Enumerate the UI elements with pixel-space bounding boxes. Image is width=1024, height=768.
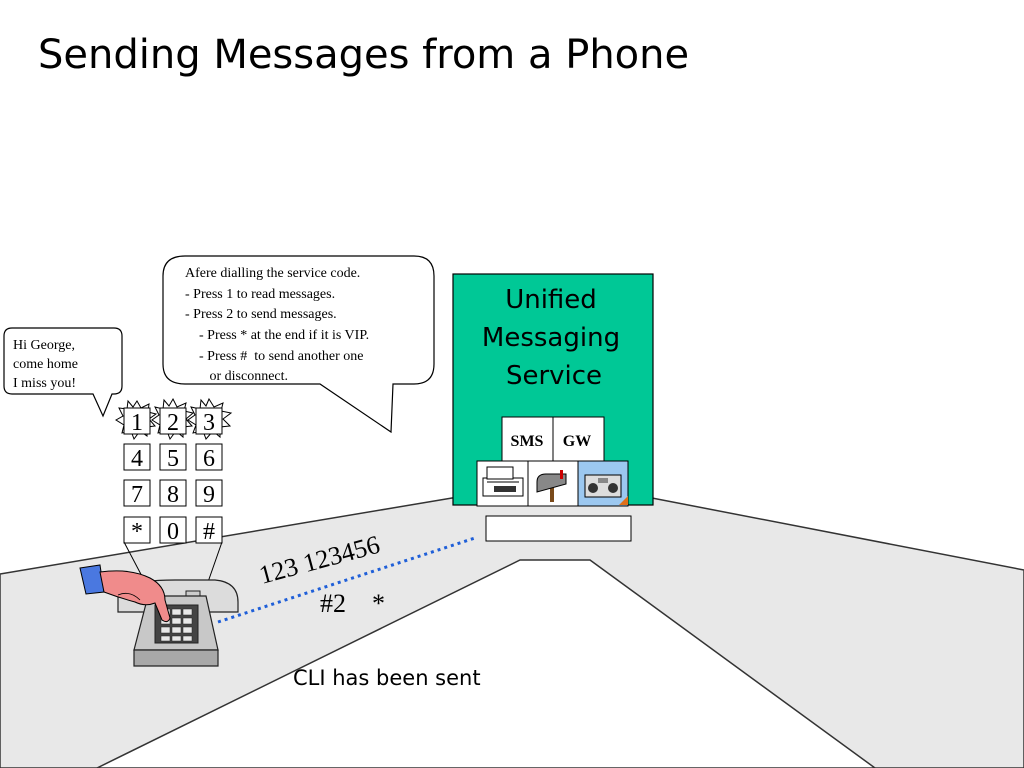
left-bubble-line-3: I miss you!: [13, 376, 76, 391]
key-1: 1: [123, 407, 151, 436]
key-3: 3: [195, 407, 223, 436]
right-bubble-line-2: - Press 1 to read messages.: [185, 287, 335, 302]
right-speech-bubble: Afere dialling the service code. - Press…: [162, 255, 435, 434]
key-label: 8: [167, 482, 179, 508]
key-label: 3: [203, 410, 215, 436]
key-label: 4: [131, 446, 143, 472]
fax-icon: [482, 466, 524, 497]
key-label: 6: [203, 446, 215, 472]
key-label: #: [203, 519, 215, 545]
key-label: 2: [167, 410, 179, 436]
caption: CLI has been sent: [293, 666, 481, 690]
key-star: *: [123, 516, 151, 545]
key-label: 9: [203, 482, 215, 508]
left-speech-bubble: Hi George, come home I miss you!: [3, 327, 123, 418]
left-bubble-line-2: come home: [13, 357, 78, 372]
key-hash: #: [195, 516, 223, 545]
unified-messaging-service: Unified Messaging Service SMS GW: [452, 273, 654, 542]
service-label-line-3: Service: [506, 361, 602, 391]
key-0: 0: [159, 516, 187, 545]
radio-icon: [584, 474, 628, 505]
key-6: 6: [195, 443, 223, 472]
right-bubble-line-4: - Press * at the end if it is VIP.: [185, 328, 369, 343]
key-7: 7: [123, 479, 151, 508]
key-label: 5: [167, 446, 179, 472]
right-bubble-line-5: - Press # to send another one: [185, 349, 363, 364]
right-bubble-line-1: Afere dialling the service code.: [185, 266, 360, 281]
key-9: 9: [195, 479, 223, 508]
key-label: 1: [131, 410, 143, 436]
mailbox-icon: [536, 470, 567, 502]
service-label-line-1: Unified: [505, 285, 597, 315]
key-label: 0: [167, 519, 179, 545]
service-label-line-2: Messaging: [482, 323, 620, 353]
dialed-codes: #2 *: [320, 589, 385, 618]
left-bubble-line-1: Hi George,: [13, 338, 75, 353]
sms-label: SMS: [511, 433, 544, 450]
page-title: Sending Messages from a Phone: [38, 32, 689, 78]
right-bubble-line-6: or disconnect.: [185, 369, 288, 384]
key-5: 5: [159, 443, 187, 472]
key-label: 7: [131, 482, 143, 508]
signal-link: [217, 536, 476, 624]
road: [0, 497, 1024, 768]
right-bubble-line-3: - Press 2 to send messages.: [185, 307, 337, 322]
key-label: *: [131, 519, 143, 545]
service-base: [485, 515, 632, 542]
key-8: 8: [159, 479, 187, 508]
hand-icon: [79, 564, 171, 623]
gw-label: GW: [563, 433, 591, 450]
key-2: 2: [159, 407, 187, 436]
key-4: 4: [123, 443, 151, 472]
